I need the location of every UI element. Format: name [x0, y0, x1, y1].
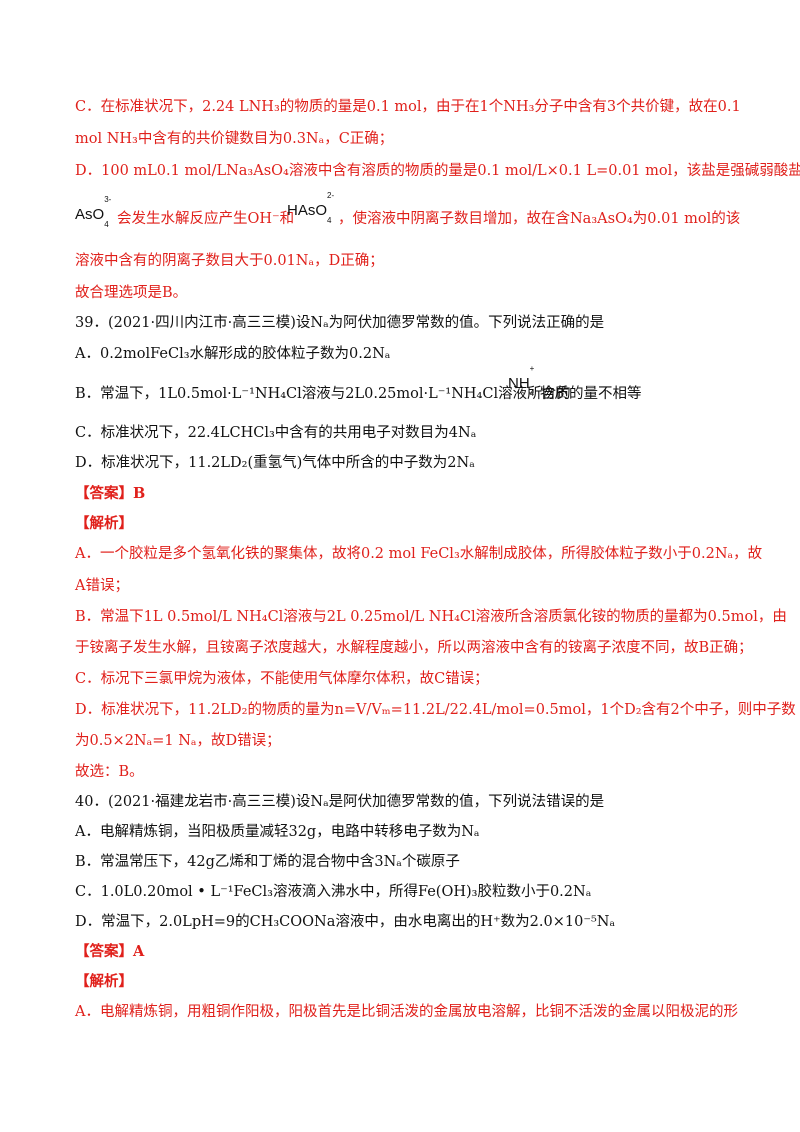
question-39-explain-d-1: D．标准状况下，11.2LD₂的物质的量为n=V/Vₘ=11.2L/22.4L/…: [75, 702, 796, 718]
question-39-option-b-tail: 物质的量不相等: [540, 386, 642, 402]
question-39-option-a: A．0.2molFeCl₃水解形成的胶体粒子数为0.2Nₐ: [75, 346, 391, 362]
explanation-c-line-1: C．在标准状况下，2.24 LNH₃的物质的量是0.1 mol，由于在1个NH₃…: [75, 99, 741, 115]
question-39-explain-a-1: A．一个胶粒是多个氢氧化铁的聚集体，故将0.2 mol FeCl₃水解制成胶体，…: [75, 546, 763, 562]
question-39-option-c: C．标准状况下，22.4LCHCl₃中含有的共用电子对数目为4Nₐ: [75, 425, 477, 441]
question-39-explain-b-2: 于铵离子发生水解，且铵离子浓度越大，水解程度越小，所以两溶液中含有的铵离子浓度不…: [75, 640, 753, 656]
explanation-d-line-2a: 会发生水解反应产生OH⁻和: [117, 211, 295, 227]
question-40-stem: 40．(2021·福建龙岩市·高三三模)设Nₐ是阿伏加德罗常数的值，下列说法错误…: [75, 794, 605, 810]
question-39-explain-d-2: 为0.5×2Nₐ=1 Nₐ，故D错误；: [75, 733, 281, 749]
question-40-option-b: B．常温常压下，42g乙烯和丁烯的混合物中含3Nₐ个碳原子: [75, 854, 460, 870]
question-40-option-c: C．1.0L0.20mol • L⁻¹FeCl₃溶液滴入沸水中，所得Fe(OH)…: [75, 884, 592, 900]
formula-nh4: NH+4: [508, 364, 535, 398]
explanation-conclusion: 故合理选项是B。: [75, 285, 188, 301]
question-39-answer: 【答案】B: [75, 485, 146, 502]
question-40-explain-a-1: A．电解精炼铜，用粗铜作阳极，阳极首先是比铜活泼的金属放电溶解，比铜不活泼的金属…: [75, 1004, 738, 1020]
explanation-d-line-3: 溶液中含有的阴离子数目大于0.01Nₐ，D正确；: [75, 253, 384, 269]
question-39-analysis-heading: 【解析】: [75, 515, 133, 532]
question-39-explain-b-1: B．常温下1L 0.5mol/L NH₄Cl溶液与2L 0.25mol/L NH…: [75, 609, 787, 625]
question-39-explain-c: C．标况下三氯甲烷为液体，不能使用气体摩尔体积，故C错误；: [75, 671, 489, 687]
question-40-answer: 【答案】A: [75, 943, 145, 960]
question-39-stem: 39．(2021·四川内江市·高三三模)设Nₐ为阿伏加德罗常数的值。下列说法正确…: [75, 315, 605, 331]
question-40-option-d: D．常温下，2.0LpH=9的CH₃COONa溶液中，由水电离出的H⁺数为2.0…: [75, 914, 616, 930]
question-40-option-a: A．电解精炼铜，当阳极质量减轻32g，电路中转移电子数为Nₐ: [75, 824, 480, 840]
explanation-d-line-2b: ，使溶液中阴离子数目增加，故在含Na₃AsO₄为0.01 mol的该: [338, 211, 741, 227]
question-39-explain-a-2: A错误；: [75, 578, 129, 594]
question-39-conclusion: 故选：B。: [75, 764, 144, 780]
question-39-option-b: B．常温下，1L0.5mol·L⁻¹NH₄Cl溶液与2L0.25mol·L⁻¹N…: [75, 386, 571, 402]
explanation-c-line-2: mol NH₃中含有的共价键数目为0.3Nₐ，C正确；: [75, 131, 394, 147]
question-39-option-d: D．标准状况下，11.2LD₂(重氢气)气体中所含的中子数为2Nₐ: [75, 455, 475, 471]
question-40-analysis-heading: 【解析】: [75, 973, 133, 990]
explanation-d-line-1: D．100 mL0.1 mol/LNa₃AsO₄溶液中含有溶质的物质的量是0.1…: [75, 163, 800, 179]
